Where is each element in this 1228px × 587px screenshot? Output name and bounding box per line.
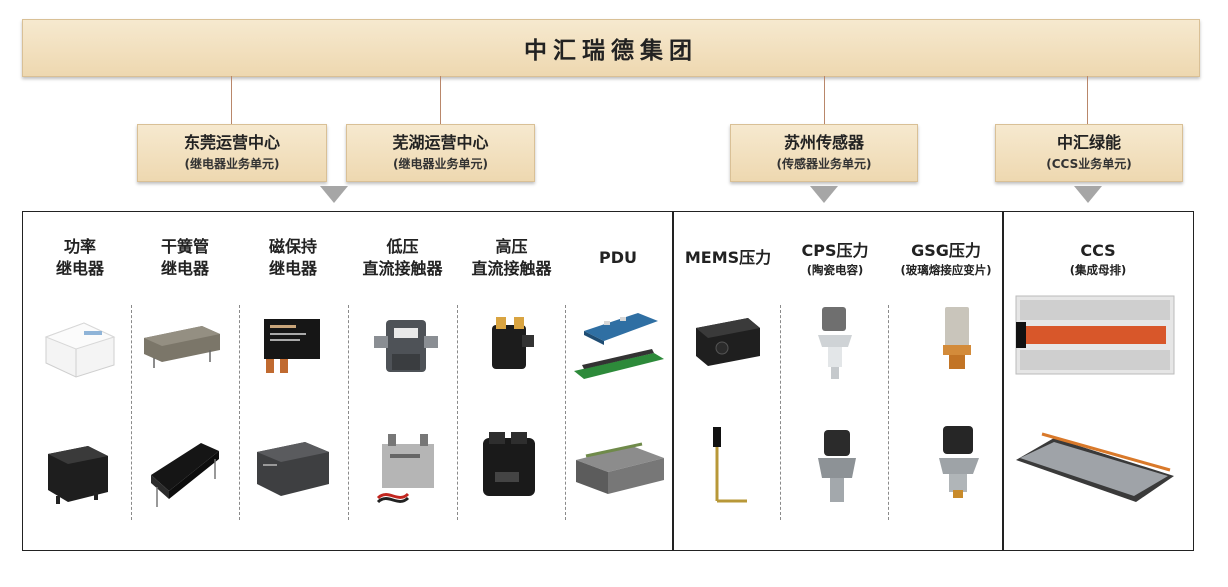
hv-contactor-image xyxy=(492,317,534,369)
column-title-cps: CPS压力 (陶瓷电容) xyxy=(783,240,887,278)
title-line: 干簧管 xyxy=(160,237,209,256)
unit-zhonghui-green: 中汇绿能 (CCS业务单元) xyxy=(995,124,1183,182)
down-arrow-icon xyxy=(810,186,838,203)
column-divider xyxy=(348,305,349,520)
unit-name: 中汇绿能 xyxy=(1056,133,1121,152)
title-line: 磁保持 xyxy=(268,237,317,256)
unit-sub: (继电器业务单元) xyxy=(393,157,488,171)
title-line: 继电器 xyxy=(55,259,104,278)
column-divider xyxy=(131,305,132,520)
connector-line-2 xyxy=(440,76,441,124)
gsg-sensor-dark-image xyxy=(939,426,979,498)
column-title-reed-relay: 干簧管 继电器 xyxy=(135,236,235,280)
column-title-gsg: GSG压力 (玻璃熔接应变片) xyxy=(890,240,1002,278)
group-banner: 中汇瑞德集团 xyxy=(22,19,1200,77)
title-line: 高压 xyxy=(495,237,528,256)
cps-sensor-dark-image xyxy=(818,430,856,502)
ccs-flexible-busbar-image xyxy=(1016,432,1174,502)
pdu-board-image xyxy=(574,313,664,379)
reed-relay-black-image xyxy=(151,443,219,507)
column-divider xyxy=(888,305,889,520)
gsg-sensor-image xyxy=(943,307,971,369)
power-relay-black-image xyxy=(48,446,108,504)
title-line: 低压 xyxy=(386,237,419,256)
title-line: 继电器 xyxy=(268,259,317,278)
unit-sub: (CCS业务单元) xyxy=(1046,157,1132,171)
column-divider xyxy=(565,305,566,520)
down-arrow-icon xyxy=(320,186,348,203)
title-line: GSG压力 xyxy=(911,241,981,260)
latching-relay-black-image xyxy=(264,319,320,373)
title-line: PDU xyxy=(599,248,637,267)
power-relay-white-image xyxy=(44,322,116,378)
title-line: 直流接触器 xyxy=(471,259,552,278)
title-line: MEMS压力 xyxy=(684,248,772,267)
mems-probe-image xyxy=(713,427,747,503)
column-title-power-relay: 功率 继电器 xyxy=(30,236,130,280)
unit-wuhu: 芜湖运营中心 (继电器业务单元) xyxy=(346,124,535,182)
title-line: 功率 xyxy=(63,237,96,256)
title-line: 继电器 xyxy=(160,259,209,278)
lv-contactor-wired-image xyxy=(376,434,434,504)
column-divider xyxy=(780,305,781,520)
unit-name: 芜湖运营中心 xyxy=(392,133,489,152)
connector-line-4 xyxy=(1087,76,1088,124)
column-title-hv-contactor: 高压 直流接触器 xyxy=(459,236,564,280)
title-sub: (集成母排) xyxy=(1069,263,1127,277)
column-title-pdu: PDU xyxy=(568,247,668,269)
unit-name: 东莞运营中心 xyxy=(183,133,280,152)
column-divider xyxy=(239,305,240,520)
title-line: CPS压力 xyxy=(801,241,869,260)
title-line: 直流接触器 xyxy=(362,259,443,278)
connector-line-3 xyxy=(824,76,825,124)
down-arrow-icon xyxy=(1074,186,1102,203)
unit-sub: (继电器业务单元) xyxy=(184,157,280,171)
unit-sub: (传感器业务单元) xyxy=(776,157,872,171)
latching-relay-grey-image xyxy=(257,442,329,496)
column-title-lv-contactor: 低压 直流接触器 xyxy=(350,236,455,280)
unit-dongguan: 东莞运营中心 (继电器业务单元) xyxy=(137,124,327,182)
column-divider xyxy=(457,305,458,520)
lv-contactor-image xyxy=(374,320,438,372)
unit-name: 苏州传感器 xyxy=(783,133,864,152)
column-title-mems: MEMS压力 xyxy=(676,247,780,269)
sensor-panel xyxy=(672,211,1004,551)
group-title: 中汇瑞德集团 xyxy=(524,38,698,64)
mems-sensor-image xyxy=(696,318,760,366)
pdu-box-image xyxy=(576,442,664,494)
ccs-busbar-image xyxy=(1015,295,1175,375)
relay-panel xyxy=(22,211,674,551)
title-sub: (陶瓷电容) xyxy=(806,263,864,277)
unit-suzhou: 苏州传感器 (传感器业务单元) xyxy=(730,124,918,182)
connector-line-1 xyxy=(231,76,232,124)
title-sub: (玻璃熔接应变片) xyxy=(900,263,992,277)
column-title-latching-relay: 磁保持 继电器 xyxy=(243,236,343,280)
cps-sensor-image xyxy=(818,307,852,379)
column-title-ccs: CCS (集成母排) xyxy=(1004,240,1192,278)
title-line: CCS xyxy=(1080,241,1116,260)
ccs-panel xyxy=(1002,211,1194,551)
hv-contactor-large-image xyxy=(483,432,535,496)
reed-relay-grey-image xyxy=(144,326,220,368)
